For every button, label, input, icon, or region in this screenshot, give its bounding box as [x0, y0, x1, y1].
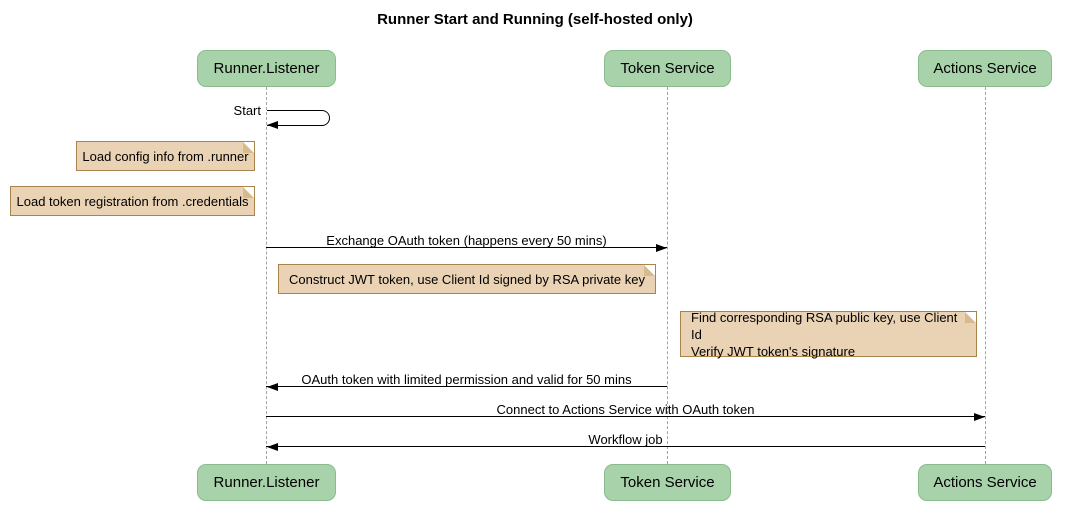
note-text: Load config info from .runner: [82, 148, 249, 164]
participant-label: Token Service: [620, 60, 715, 77]
arrowhead-icon: [267, 382, 278, 391]
participant-label: Token Service: [620, 474, 715, 491]
note-construct-jwt: Construct JWT token, use Client Id signe…: [278, 264, 656, 294]
note-load-token-registration: Load token registration from .credential…: [10, 186, 255, 216]
participant-top-runner-listener: Runner.Listener: [197, 50, 336, 87]
message-line: [266, 247, 667, 248]
diagram-title: Runner Start and Running (self-hosted on…: [377, 11, 693, 28]
message-label: Connect to Actions Service with OAuth to…: [496, 402, 755, 417]
self-message-loop: [267, 110, 330, 126]
self-message-label: Start: [233, 103, 261, 118]
message-label: OAuth token with limited permission and …: [301, 372, 632, 387]
participant-label: Runner.Listener: [213, 474, 320, 491]
participant-label: Runner.Listener: [213, 60, 320, 77]
arrowhead-icon: [974, 412, 985, 421]
participant-label: Actions Service: [933, 474, 1037, 491]
note-fold-icon: [243, 142, 254, 153]
participant-label: Actions Service: [933, 60, 1037, 77]
lifeline-actions-service: [985, 87, 986, 464]
arrowhead-icon: [267, 120, 278, 129]
note-text: Load token registration from .credential…: [16, 193, 249, 209]
arrowhead-icon: [656, 243, 667, 252]
lifeline-token-service: [667, 87, 668, 464]
participant-bottom-actions-service: Actions Service: [918, 464, 1052, 501]
message-label: Workflow job: [588, 432, 663, 447]
note-fold-icon: [644, 265, 655, 276]
arrowhead-icon: [267, 442, 278, 451]
note-verify-jwt: Find corresponding RSA public key, use C…: [680, 309, 977, 359]
participant-bottom-runner-listener: Runner.Listener: [197, 464, 336, 501]
note-load-config: Load config info from .runner: [76, 141, 255, 171]
lifeline-runner-listener: [266, 87, 267, 464]
message-label: Exchange OAuth token (happens every 50 m…: [326, 233, 607, 248]
note-fold-icon: [965, 312, 976, 323]
note-text: Find corresponding RSA public key, use C…: [691, 309, 958, 359]
note-fold-icon: [243, 187, 254, 198]
participant-bottom-token-service: Token Service: [604, 464, 731, 501]
message-line: [266, 416, 985, 417]
message-line: [266, 386, 667, 387]
note-text: Construct JWT token, use Client Id signe…: [289, 271, 645, 287]
message-line: [266, 446, 985, 447]
participant-top-actions-service: Actions Service: [918, 50, 1052, 87]
participant-top-token-service: Token Service: [604, 50, 731, 87]
